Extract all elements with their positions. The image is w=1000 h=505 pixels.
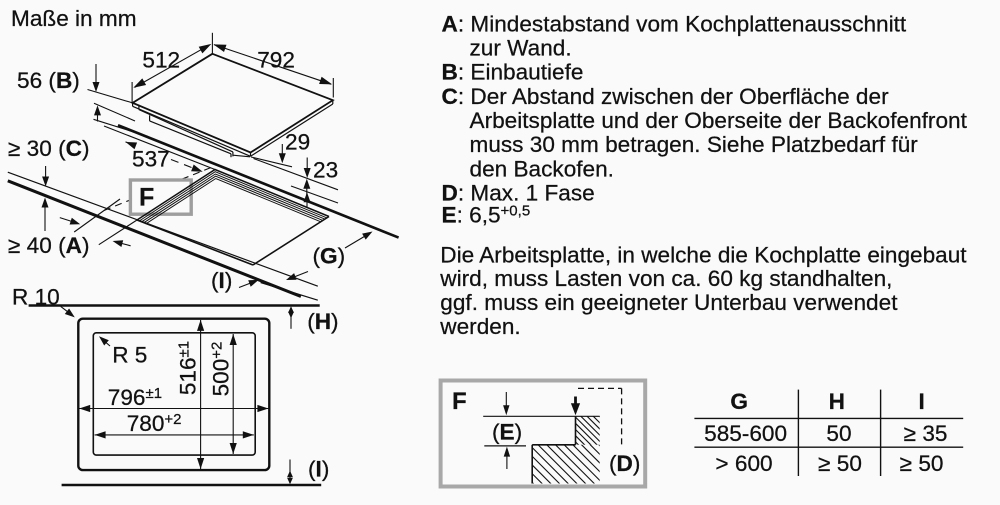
svg-text:780+2: 780+2 [127,411,182,436]
svg-text:512: 512 [142,48,180,73]
svg-text:R 10: R 10 [12,285,60,310]
svg-text:muss 30 mm betragen. Siehe Pla: muss 30 mm betragen. Siehe Platzbedarf f… [470,132,919,157]
svg-text:B: Einbautiefe: B: Einbautiefe [442,60,584,85]
svg-text:C: Der Abstand zwischen der Ob: C: Der Abstand zwischen der Oberfläche d… [442,84,890,109]
svg-text:56 (B): 56 (B) [17,68,80,93]
svg-text:(I): (I) [308,457,329,482]
svg-text:23: 23 [313,158,338,183]
svg-text:500+2: 500+2 [209,342,234,397]
svg-text:H: H [829,389,845,414]
svg-text:> 600: > 600 [715,451,772,476]
svg-text:796±1: 796±1 [108,385,162,410]
svg-text:D: Max. 1 Fase: D: Max. 1 Fase [442,181,595,206]
svg-text:A: Mindestabstand vom Kochplat: A: Mindestabstand vom Kochplattenausschn… [442,11,907,36]
svg-text:≥ 50: ≥ 50 [900,451,944,476]
svg-text:F: F [452,388,467,415]
svg-text:(H): (H) [307,309,338,334]
svg-text:F: F [139,184,154,212]
svg-text:50: 50 [826,421,851,446]
svg-text:Die Arbeitsplatte, in welche d: Die Arbeitsplatte, in welche die Kochpla… [440,242,967,267]
svg-text:G: G [730,389,748,414]
svg-text:I: I [918,389,924,414]
svg-text:Maße in mm: Maße in mm [11,6,137,31]
svg-text:(G): (G) [313,244,346,269]
svg-text:537: 537 [132,147,170,172]
svg-text:≥ 30 (C): ≥ 30 (C) [8,136,89,161]
svg-text:29: 29 [285,130,310,155]
svg-text:werden.: werden. [439,314,520,339]
svg-text:den Backofen.: den Backofen. [470,156,614,181]
svg-text:≥ 50: ≥ 50 [818,451,862,476]
svg-text:(D): (D) [609,451,640,476]
svg-text:792: 792 [257,48,295,73]
svg-text:≥ 40 (A): ≥ 40 (A) [8,233,89,258]
svg-text:(I): (I) [211,268,232,293]
svg-text:≥ 35: ≥ 35 [904,421,948,446]
svg-text:Arbeitsplatte und der Oberseit: Arbeitsplatte und der Oberseite der Back… [470,108,968,133]
svg-text:R 5: R 5 [112,343,147,368]
svg-text:wird, muss Lasten von ca. 60 k: wird, muss Lasten von ca. 60 kg standhal… [439,266,892,291]
svg-text:E: 6,5+0,5: E: 6,5+0,5 [442,203,531,228]
svg-text:zur Wand.: zur Wand. [470,36,572,61]
svg-text:(E): (E) [492,420,522,445]
svg-text:585-600: 585-600 [704,421,787,446]
svg-text:ggf. muss ein geeigneter Unter: ggf. muss ein geeigneter Unterbau verwen… [440,290,898,315]
svg-text:516±1: 516±1 [176,341,201,395]
